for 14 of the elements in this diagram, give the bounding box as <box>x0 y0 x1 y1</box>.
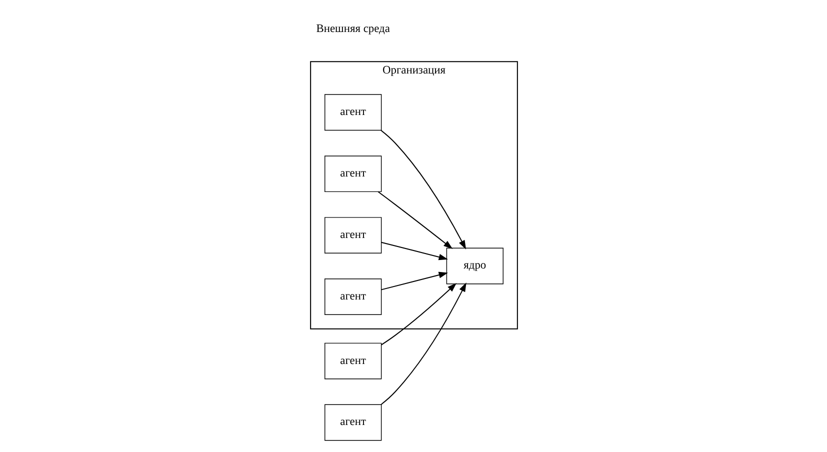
node-box: агент <box>324 278 382 315</box>
node-box: агент <box>324 217 382 254</box>
arrow <box>380 242 448 260</box>
node-box: ядро <box>446 248 503 284</box>
arrow <box>380 283 456 346</box>
label: Внешняя среда <box>316 23 390 36</box>
node-box: агент <box>324 94 382 131</box>
arrow <box>380 282 466 406</box>
arrow <box>380 130 466 250</box>
arrow <box>377 191 452 250</box>
node-box: агент <box>324 156 382 192</box>
node-box: агент <box>324 342 382 380</box>
arrow <box>380 272 448 290</box>
node-box: агент <box>324 404 382 441</box>
